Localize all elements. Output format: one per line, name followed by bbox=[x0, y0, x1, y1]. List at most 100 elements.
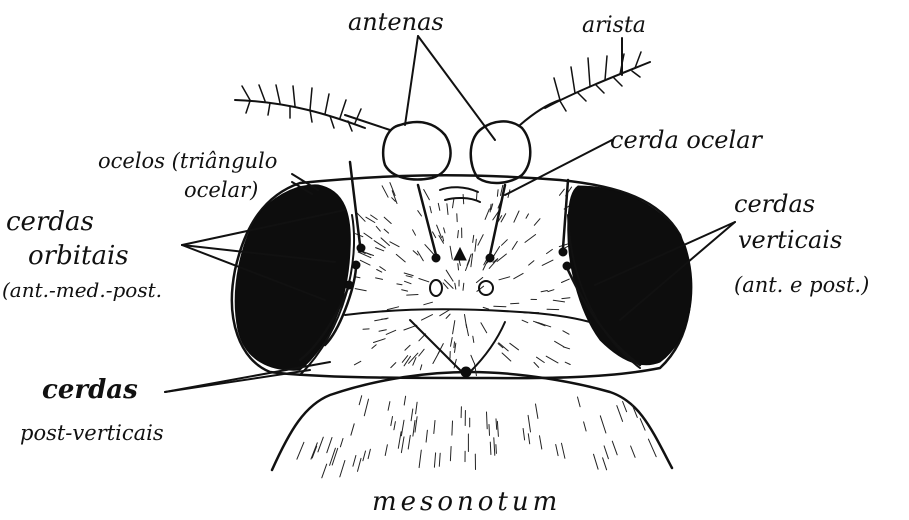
left-compound-eye bbox=[235, 185, 354, 375]
head-hatch-stroke bbox=[542, 260, 553, 265]
head-hatch-stroke bbox=[377, 270, 382, 273]
head-hatch-stroke bbox=[475, 239, 476, 251]
thorax-hair-stroke bbox=[536, 404, 538, 418]
head-hatch-stroke bbox=[466, 324, 468, 336]
head-hatch-stroke bbox=[529, 261, 534, 265]
label-ocelos-line1: ocelos (triângulo bbox=[98, 149, 277, 173]
head-hatch-stroke bbox=[497, 190, 498, 197]
thorax-hair-stroke bbox=[401, 420, 404, 436]
head-hatch-stroke bbox=[354, 361, 360, 365]
thorax-hair-stroke bbox=[523, 429, 525, 440]
head-hatch-stroke bbox=[483, 307, 489, 309]
head-hatch-stroke bbox=[473, 235, 474, 242]
head-hatch-stroke bbox=[444, 228, 445, 233]
head-hatch-stroke bbox=[565, 362, 570, 364]
label-cerdas-verticais-line1: cerdas bbox=[734, 190, 815, 218]
head-hatch-stroke bbox=[404, 356, 410, 366]
thorax-hair-stroke bbox=[594, 454, 599, 469]
head-hatch-stroke bbox=[481, 323, 487, 333]
thorax-hair-stroke bbox=[617, 406, 623, 422]
thorax-hair-stroke bbox=[388, 402, 390, 411]
head-hatch-stroke bbox=[384, 229, 388, 233]
thorax-hair-stroke bbox=[439, 453, 440, 466]
thorax-hair-stroke bbox=[408, 435, 410, 449]
head-hatch-stroke bbox=[424, 190, 430, 200]
head-hatch-stroke bbox=[376, 226, 380, 231]
head-hatch-stroke bbox=[390, 183, 395, 196]
label-cerdas-postverticais-line1: cerdas bbox=[42, 375, 138, 405]
thorax-hair-stroke bbox=[368, 449, 370, 458]
thorax-hair-stroke bbox=[631, 446, 636, 457]
head-hatch-stroke bbox=[409, 353, 418, 363]
thorax-hair-stroke bbox=[578, 397, 581, 407]
head-hatch-stroke bbox=[379, 330, 386, 331]
thorax-hair-stroke bbox=[540, 436, 542, 449]
thorax-hair-stroke bbox=[496, 419, 497, 429]
label-cerdas-orbitais-line2: orbitais bbox=[28, 241, 129, 271]
thorax-hair-stroke bbox=[353, 456, 356, 467]
head-hatch-stroke bbox=[382, 186, 388, 197]
head-hatch-stroke bbox=[534, 362, 539, 367]
thorax-hair-stroke bbox=[604, 446, 608, 459]
head-hatch-stroke bbox=[402, 290, 408, 291]
thorax-hair-stroke bbox=[401, 437, 404, 453]
thorax-hair-stroke bbox=[434, 453, 435, 467]
head-hatch-stroke bbox=[453, 198, 455, 208]
head-hatch-stroke bbox=[478, 235, 483, 246]
thorax-hair-stroke bbox=[318, 437, 323, 452]
head-hatch-stroke bbox=[390, 242, 399, 247]
head-hatch-stroke bbox=[397, 284, 402, 285]
head-hatch-stroke bbox=[560, 189, 565, 195]
thorax-hair-stroke bbox=[340, 439, 343, 447]
head-hatch-stroke bbox=[360, 260, 370, 265]
thorax-hair-stroke bbox=[494, 438, 495, 456]
head-hatch-stroke bbox=[546, 356, 558, 363]
mesonotum-shape bbox=[272, 372, 672, 478]
thorax-hair-stroke bbox=[415, 417, 417, 432]
thorax-hair-stroke bbox=[600, 416, 606, 433]
label-antenas: antenas bbox=[348, 8, 444, 36]
head-hatch-stroke bbox=[446, 314, 450, 318]
thorax-hair-stroke bbox=[322, 464, 327, 478]
head-hatch-stroke bbox=[392, 191, 397, 204]
head-hatch-stroke bbox=[371, 215, 378, 220]
head-hatch-stroke bbox=[510, 343, 519, 350]
thorax-hair-stroke bbox=[413, 421, 415, 437]
thorax-hair-stroke bbox=[419, 450, 421, 468]
head-hatch-stroke bbox=[514, 273, 523, 278]
right-antenna bbox=[471, 52, 650, 183]
thorax-hair-stroke bbox=[452, 421, 453, 435]
thorax-hair-stroke bbox=[648, 439, 656, 457]
thorax-hair-stroke bbox=[398, 432, 401, 449]
thorax-hair-stroke bbox=[363, 451, 366, 461]
head-hatch-stroke bbox=[419, 279, 429, 282]
median-ocellus bbox=[454, 248, 466, 260]
thorax-hair-stroke bbox=[394, 422, 396, 430]
thorax-hair-stroke bbox=[416, 402, 418, 414]
head-hatch-stroke bbox=[384, 217, 391, 223]
head-hatch-stroke bbox=[374, 241, 385, 248]
head-hatch-stroke bbox=[490, 204, 491, 212]
thorax-hair-stroke bbox=[584, 422, 587, 431]
head-hatch-stroke bbox=[453, 321, 455, 334]
head-hatch-stroke bbox=[502, 240, 508, 246]
head-hatch-stroke bbox=[424, 302, 433, 305]
head-hatch-stroke bbox=[463, 283, 464, 290]
labels: antenas arista ocelos (triângulo ocelar)… bbox=[2, 8, 869, 517]
head-hatch-stroke bbox=[562, 298, 570, 299]
thorax-hair-stroke bbox=[359, 396, 362, 405]
thorax-hair-stroke bbox=[528, 415, 530, 432]
left-ocellus bbox=[430, 280, 442, 296]
head-hatch-stroke bbox=[355, 289, 366, 291]
head-hatch-stroke bbox=[450, 246, 452, 259]
head-hatch-stroke bbox=[404, 273, 413, 276]
thorax-hair-stroke bbox=[556, 445, 558, 456]
head-hatch-stroke bbox=[447, 204, 448, 215]
head-hatch-stroke bbox=[357, 213, 365, 221]
thorax-hair-stroke bbox=[358, 458, 362, 471]
head-hatch-stroke bbox=[386, 330, 396, 334]
head-hatch-stroke bbox=[525, 235, 536, 243]
thorax-hair-stroke bbox=[450, 447, 451, 461]
head-hatch-stroke bbox=[376, 248, 384, 251]
